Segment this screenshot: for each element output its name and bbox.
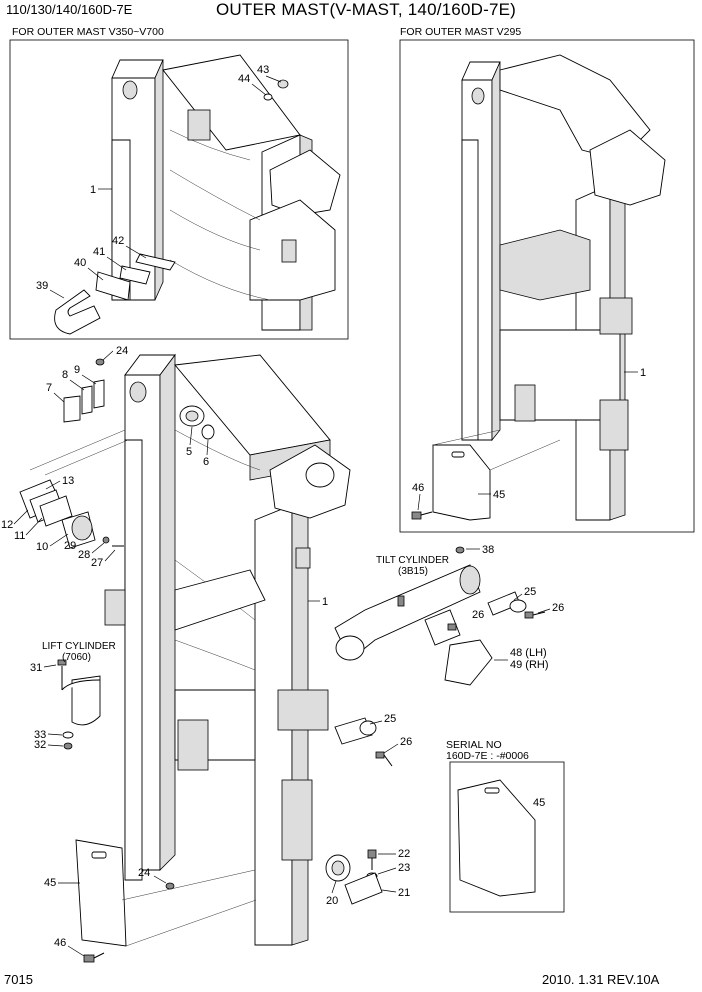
callout-26-tilt-a: 26 <box>472 609 484 621</box>
callout-45-serial: 45 <box>533 797 545 809</box>
callout-22: 22 <box>398 848 410 860</box>
bolt-46-v295 <box>411 511 433 520</box>
callout-1-right-inset: 1 <box>640 367 646 379</box>
callout-25-tilt: 25 <box>524 586 536 598</box>
callout-41: 41 <box>93 246 105 258</box>
callout-27: 27 <box>91 557 103 569</box>
callout-9: 9 <box>74 364 80 376</box>
lift-cylinder-label: LIFT CYLINDER <box>42 641 116 652</box>
callout-45-main: 45 <box>44 877 56 889</box>
callout-45-right-inset: 45 <box>493 489 505 501</box>
callout-43: 43 <box>257 64 269 76</box>
callout-21: 21 <box>398 887 410 899</box>
plate-45-v295 <box>432 444 491 521</box>
callout-10: 10 <box>36 541 48 553</box>
tilt-cylinder <box>334 546 481 661</box>
model-range: 110/130/140/160D-7E <box>6 2 133 17</box>
callout-24-top: 24 <box>116 345 128 357</box>
callout-48: 48 (LH) <box>510 647 547 659</box>
inset-serial: SERIAL NO 160D-7E : -#0006 45 <box>446 739 565 913</box>
callout-25-lower: 25 <box>384 713 396 725</box>
callout-24-bottom: 24 <box>138 867 150 879</box>
bottom-pin-parts <box>325 849 383 905</box>
serial-title: SERIAL NO <box>446 739 502 751</box>
plate-45-serial <box>457 779 536 897</box>
inset-v295: FOR OUTER MAST V295 1 46 45 <box>399 26 695 533</box>
callout-44: 44 <box>238 73 250 85</box>
callout-32: 32 <box>34 739 46 751</box>
callout-1-left-inset: 1 <box>90 184 96 196</box>
callout-26-tilt-b: 26 <box>552 602 564 614</box>
mast-drawing-v295 <box>461 54 666 521</box>
pin-bracket-parts <box>424 591 546 686</box>
callout-1-main: 1 <box>322 596 328 608</box>
lift-cylinder <box>57 659 101 750</box>
roller-assembly <box>19 429 129 549</box>
callout-40: 40 <box>74 257 86 269</box>
callout-28: 28 <box>78 549 90 561</box>
inset-left-title: FOR OUTER MAST V350~V700 <box>12 26 164 38</box>
callout-26-lower: 26 <box>400 736 412 748</box>
callout-46-main: 46 <box>54 937 66 949</box>
callout-42: 42 <box>112 235 124 247</box>
bracket-parts-7-9 <box>63 358 105 423</box>
date-revision: 2010. 1.31 REV.10A <box>542 972 660 987</box>
callout-12: 12 <box>1 519 13 531</box>
page-title: OUTER MAST(V-MAST, 140/160D-7E) <box>216 0 516 19</box>
callout-49: 49 (RH) <box>510 659 549 671</box>
callout-46-right-inset: 46 <box>412 482 424 494</box>
page-code: 7015 <box>4 972 33 987</box>
inset-right-title: FOR OUTER MAST V295 <box>400 26 521 38</box>
callout-23: 23 <box>398 862 410 874</box>
callout-13: 13 <box>62 475 74 487</box>
callout-8: 8 <box>62 369 68 381</box>
mast-drawing-small <box>54 54 341 335</box>
callout-20: 20 <box>326 895 338 907</box>
inset-v350-v700: FOR OUTER MAST V350~V700 <box>9 26 349 340</box>
callout-7: 7 <box>46 382 52 394</box>
callout-39: 39 <box>36 280 48 292</box>
outer-mast-main <box>104 353 351 946</box>
callout-38: 38 <box>482 544 494 556</box>
plate-45-main <box>75 839 175 963</box>
serial-value: 160D-7E : -#0006 <box>446 750 529 762</box>
lift-cylinder-ref: (7060) <box>62 652 91 663</box>
callout-29: 29 <box>64 540 76 552</box>
callout-11: 11 <box>14 530 25 542</box>
callout-33: 33 <box>34 729 46 741</box>
callout-5: 5 <box>186 446 192 458</box>
tilt-cylinder-ref: (3B15) <box>398 566 428 577</box>
pin-25-lower <box>334 717 393 767</box>
tilt-cylinder-label: TILT CYLINDER <box>376 555 449 566</box>
callout-6: 6 <box>203 456 209 468</box>
assembly-lines <box>121 429 561 947</box>
callout-31: 31 <box>30 662 42 674</box>
